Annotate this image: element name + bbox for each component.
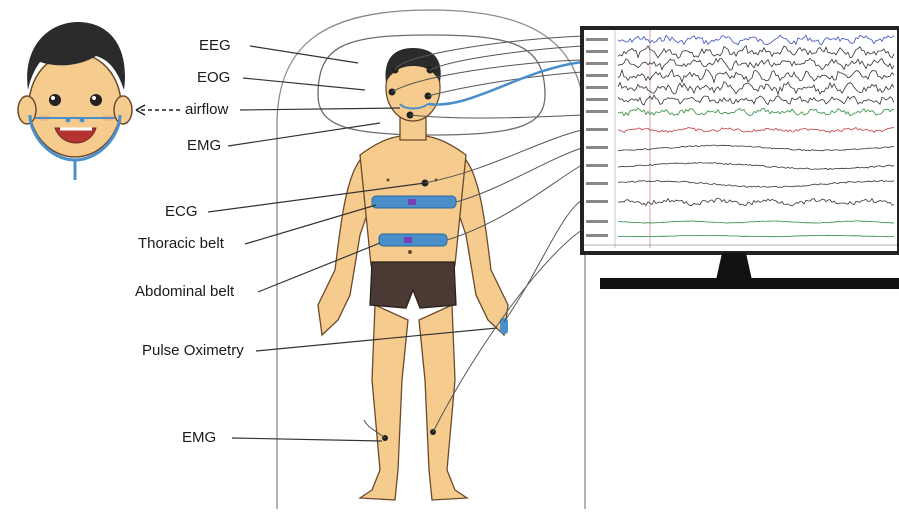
channel-label-mark — [586, 220, 608, 223]
label-ecg: ECG — [165, 203, 198, 221]
label-pulse-oximetry: Pulse Oximetry — [142, 342, 244, 360]
channel-label-mark — [586, 234, 608, 237]
label-emg-face: EMG — [187, 137, 221, 155]
channel-label-mark — [586, 146, 608, 149]
channel-label-mark — [586, 110, 608, 113]
label-eog: EOG — [197, 69, 230, 87]
label-emg-leg: EMG — [182, 429, 216, 447]
channel-label-mark — [586, 38, 608, 41]
channel-label-mark — [586, 62, 608, 65]
channel-label-mark — [586, 86, 608, 89]
channel-label-mark — [586, 128, 608, 131]
label-airflow: airflow — [185, 101, 228, 119]
airflow-tube — [428, 62, 582, 105]
channel-label-mark — [586, 164, 608, 167]
channel-label-mark — [586, 50, 608, 53]
label-eeg: EEG — [199, 37, 231, 55]
label-thoracic-belt: Thoracic belt — [138, 235, 224, 253]
face-with-nasal-cannula — [18, 22, 132, 180]
channel-label-mark — [586, 200, 608, 203]
airflow-arrow — [136, 105, 180, 115]
psg-monitor — [582, 28, 899, 289]
channel-label-mark — [586, 182, 608, 185]
channel-label-mark — [586, 74, 608, 77]
label-abdominal-belt: Abdominal belt — [135, 283, 234, 301]
channel-label-mark — [586, 98, 608, 101]
human-body-figure — [318, 48, 508, 500]
